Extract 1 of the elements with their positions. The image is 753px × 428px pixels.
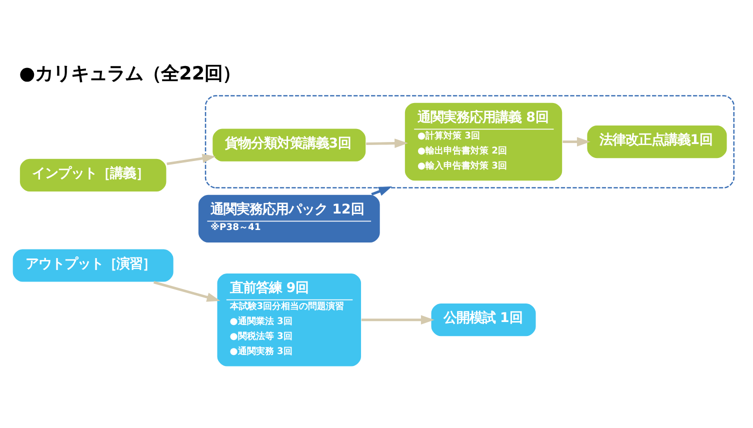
- diagram-title: ●カリキュラム（全22回）: [19, 63, 241, 84]
